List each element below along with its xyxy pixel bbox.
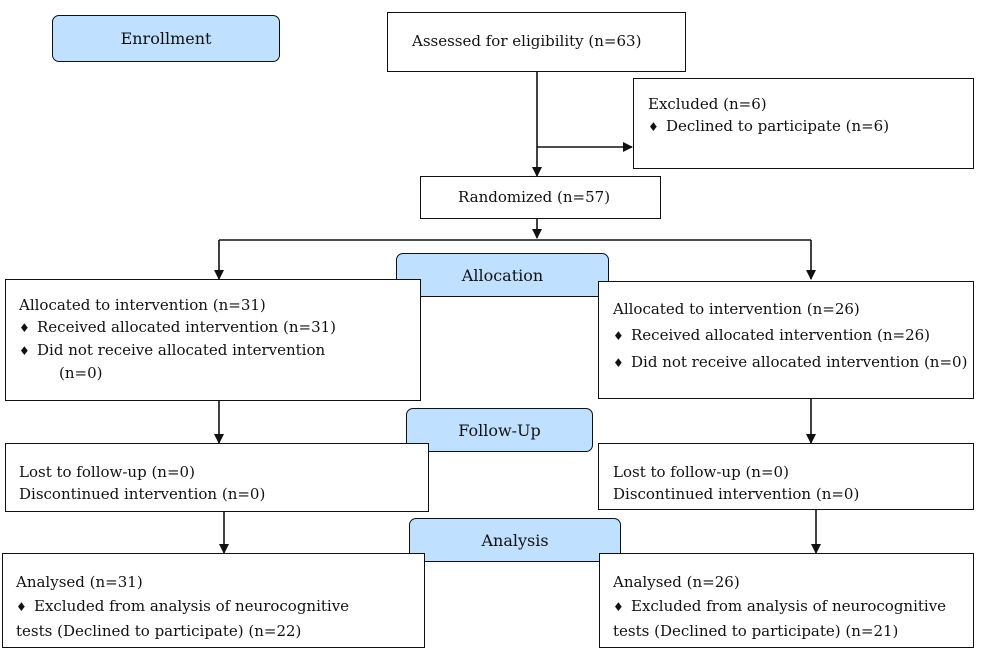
- excluded-bullet-text: Declined to participate (n=6): [666, 117, 890, 135]
- left-allocation-title: Allocated to intervention (n=31): [19, 296, 266, 314]
- left-allocation-bullet-1: ♦ Received allocated intervention (n=31): [19, 316, 420, 339]
- stage-followup-label: Follow-Up: [458, 420, 541, 440]
- diamond-bullet-icon: ♦: [648, 120, 659, 134]
- left-analysis-bullet-text: Excluded from analysis of neurocognitive: [34, 597, 350, 615]
- diamond-bullet-icon: ♦: [19, 321, 30, 335]
- right-followup-line-2: Discontinued intervention (n=0): [613, 485, 860, 503]
- right-followup-box: Lost to follow-up (n=0) Discontinued int…: [598, 443, 974, 510]
- diamond-bullet-icon: ♦: [613, 600, 624, 614]
- right-allocation-bullet-2: ♦ Did not receive allocated intervention …: [613, 349, 973, 376]
- left-analysis-title: Analysed (n=31): [16, 573, 143, 591]
- left-allocation-bullet-2: ♦ Did not receive allocated intervention: [19, 339, 420, 362]
- right-allocation-bullet-1-text: Received allocated intervention (n=26): [631, 326, 931, 344]
- right-followup-line-1: Lost to follow-up (n=0): [613, 463, 789, 481]
- diamond-bullet-icon: ♦: [613, 356, 624, 370]
- excluded-box: Excluded (n=6) ♦ Declined to participate …: [633, 78, 974, 169]
- left-allocation-box: Allocated to intervention (n=31) ♦ Receiv…: [5, 279, 421, 401]
- right-analysis-bullet-cont: tests (Declined to participate) (n=21): [613, 622, 899, 640]
- left-allocation-bullet-1-text: Received allocated intervention (n=31): [37, 318, 337, 336]
- right-allocation-bullet-1: ♦ Received allocated intervention (n=26): [613, 322, 973, 349]
- left-allocation-bullet-2-cont: (n=0): [59, 364, 103, 382]
- diamond-bullet-icon: ♦: [19, 344, 30, 358]
- diamond-bullet-icon: ♦: [16, 600, 27, 614]
- left-analysis-box: Analysed (n=31) ♦ Excluded from analysis …: [2, 553, 425, 648]
- assessed-box: Assessed for eligibility (n=63): [387, 12, 686, 72]
- excluded-bullet-item: ♦ Declined to participate (n=6): [648, 115, 973, 138]
- left-followup-box: Lost to follow-up (n=0) Discontinued int…: [5, 443, 429, 512]
- left-analysis-bullet: ♦ Excluded from analysis of neurocognitiv…: [16, 594, 424, 619]
- left-followup-line-2: Discontinued intervention (n=0): [19, 485, 266, 503]
- left-allocation-bullet-2-text: Did not receive allocated intervention: [37, 341, 326, 359]
- stage-followup: Follow-Up: [406, 408, 593, 452]
- right-analysis-box: Analysed (n=26) ♦ Excluded from analysis …: [599, 553, 974, 648]
- randomized-text: Randomized (n=57): [458, 188, 611, 206]
- excluded-title: Excluded (n=6): [648, 95, 767, 113]
- right-analysis-bullet-text: Excluded from analysis of neurocognitive: [631, 597, 947, 615]
- assessed-text: Assessed for eligibility (n=63): [412, 32, 642, 50]
- stage-enrollment: Enrollment: [52, 15, 280, 62]
- stage-analysis-label: Analysis: [481, 530, 549, 550]
- right-allocation-title: Allocated to intervention (n=26): [613, 300, 860, 318]
- stage-enrollment-label: Enrollment: [120, 29, 212, 48]
- stage-analysis: Analysis: [409, 518, 621, 562]
- right-allocation-bullet-2-text: Did not receive allocated intervention (…: [631, 353, 968, 371]
- stage-allocation-label: Allocation: [461, 265, 544, 285]
- left-analysis-bullet-cont: tests (Declined to participate) (n=22): [16, 622, 302, 640]
- left-followup-line-1: Lost to follow-up (n=0): [19, 463, 195, 481]
- stage-allocation: Allocation: [396, 253, 609, 297]
- right-allocation-box: Allocated to intervention (n=26) ♦ Receiv…: [598, 281, 974, 399]
- right-analysis-title: Analysed (n=26): [613, 573, 740, 591]
- diamond-bullet-icon: ♦: [613, 329, 624, 343]
- randomized-box: Randomized (n=57): [420, 176, 661, 219]
- right-analysis-bullet: ♦ Excluded from analysis of neurocognitiv…: [613, 594, 973, 619]
